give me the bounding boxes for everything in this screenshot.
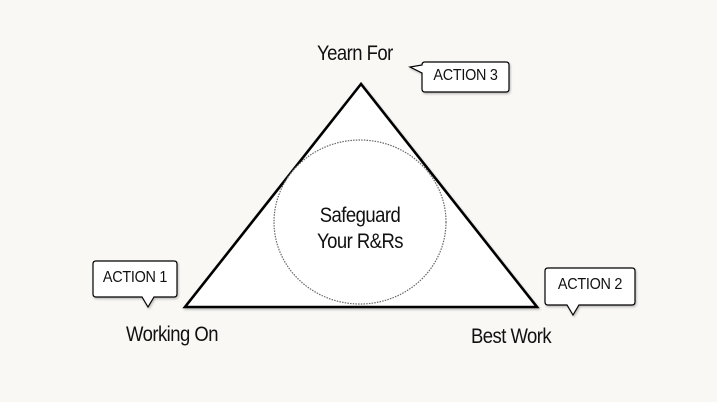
vertex-label-bottom-left: Working On [126, 323, 218, 346]
callout-action-3-shape [408, 61, 510, 93]
vertex-label-top: Yearn For [317, 42, 393, 65]
callout-action-2: ACTION 2 [557, 276, 623, 293]
callout-action-3: ACTION 3 [433, 67, 498, 84]
center-text-line-1: Safeguard [319, 204, 401, 227]
callout-action-2-shape [544, 267, 636, 317]
center-text: Safeguard Your R&Rs [260, 203, 460, 255]
vertex-label-bottom-right: Best Work [471, 325, 552, 348]
center-circle [273, 139, 447, 305]
center-text-line-2: Your R&Rs [317, 230, 404, 253]
callout-action-1: ACTION 1 [102, 269, 168, 286]
callout-action-1-shape [92, 260, 178, 309]
